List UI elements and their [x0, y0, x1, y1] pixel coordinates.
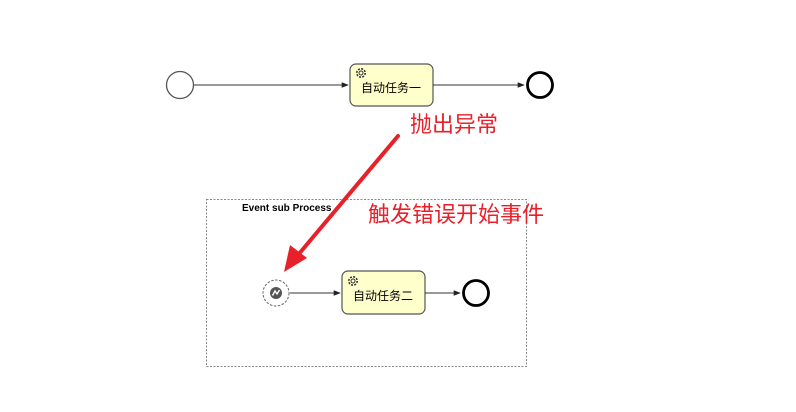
- start-event[interactable]: [165, 70, 195, 100]
- gear-icon: [356, 68, 366, 78]
- gear-icon: [348, 276, 358, 286]
- subprocess-frame: [206, 199, 527, 367]
- task-label: 自动任务一: [361, 80, 421, 95]
- subprocess-title: Event sub Process: [242, 203, 332, 214]
- trigger-error-start-label: 触发错误开始事件: [368, 203, 544, 228]
- task-auto-2[interactable]: 自动任务二: [341, 270, 426, 315]
- end-event[interactable]: [462, 279, 490, 307]
- main-process: 自动任务一: [165, 63, 554, 107]
- annotation-arrow: [284, 134, 400, 272]
- task-auto-1[interactable]: 自动任务一: [349, 63, 434, 107]
- end-event[interactable]: [526, 71, 554, 99]
- task-label: 自动任务二: [353, 288, 413, 303]
- error-start-event[interactable]: [262, 279, 290, 307]
- event-subprocess[interactable]: Event sub Process 自动任务二: [206, 199, 527, 367]
- throw-exception-label: 抛出异常: [410, 113, 498, 138]
- error-icon: [270, 287, 282, 299]
